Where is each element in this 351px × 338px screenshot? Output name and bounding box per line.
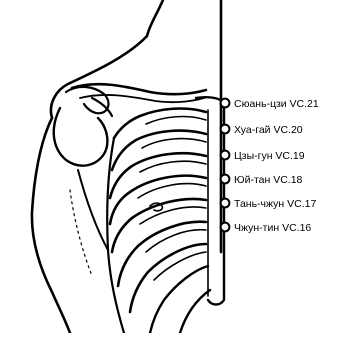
point-label-vc16: Чжун-тин VC.16 [234,222,311,234]
point-label-vc21: Сюань-цзи VC.21 [234,98,319,110]
rib-6 [118,222,206,286]
rib-7-inner [154,252,206,280]
lateral-ribcage [107,138,124,333]
point-marker-vc19 [221,151,230,160]
point-marker-vc18 [221,175,230,184]
point-label-vc20: Хуа-гай VC.20 [234,124,303,136]
arm-outline [32,118,70,333]
humeral-head [54,108,108,166]
point-marker-vc21 [221,99,230,108]
inner-arm-outline [78,170,108,250]
costal-margin [180,290,210,333]
point-marker-vc17 [221,199,230,208]
point-marker-vc16 [221,223,230,232]
rib-3-inner [140,161,206,172]
rib-4-inner [138,184,206,198]
neck-outline [147,0,163,36]
rib-2-inner [142,139,206,148]
point-label-vc19: Цзы-гун VC.19 [234,150,305,162]
scapula [66,87,109,113]
rib-1-inner [146,117,206,124]
trapezius-outline [51,36,147,118]
point-label-vc18: Юй-тан VC.18 [234,174,303,186]
point-label-vc17: Тань-чжун VC.17 [234,198,316,210]
point-marker-vc20 [221,125,230,134]
